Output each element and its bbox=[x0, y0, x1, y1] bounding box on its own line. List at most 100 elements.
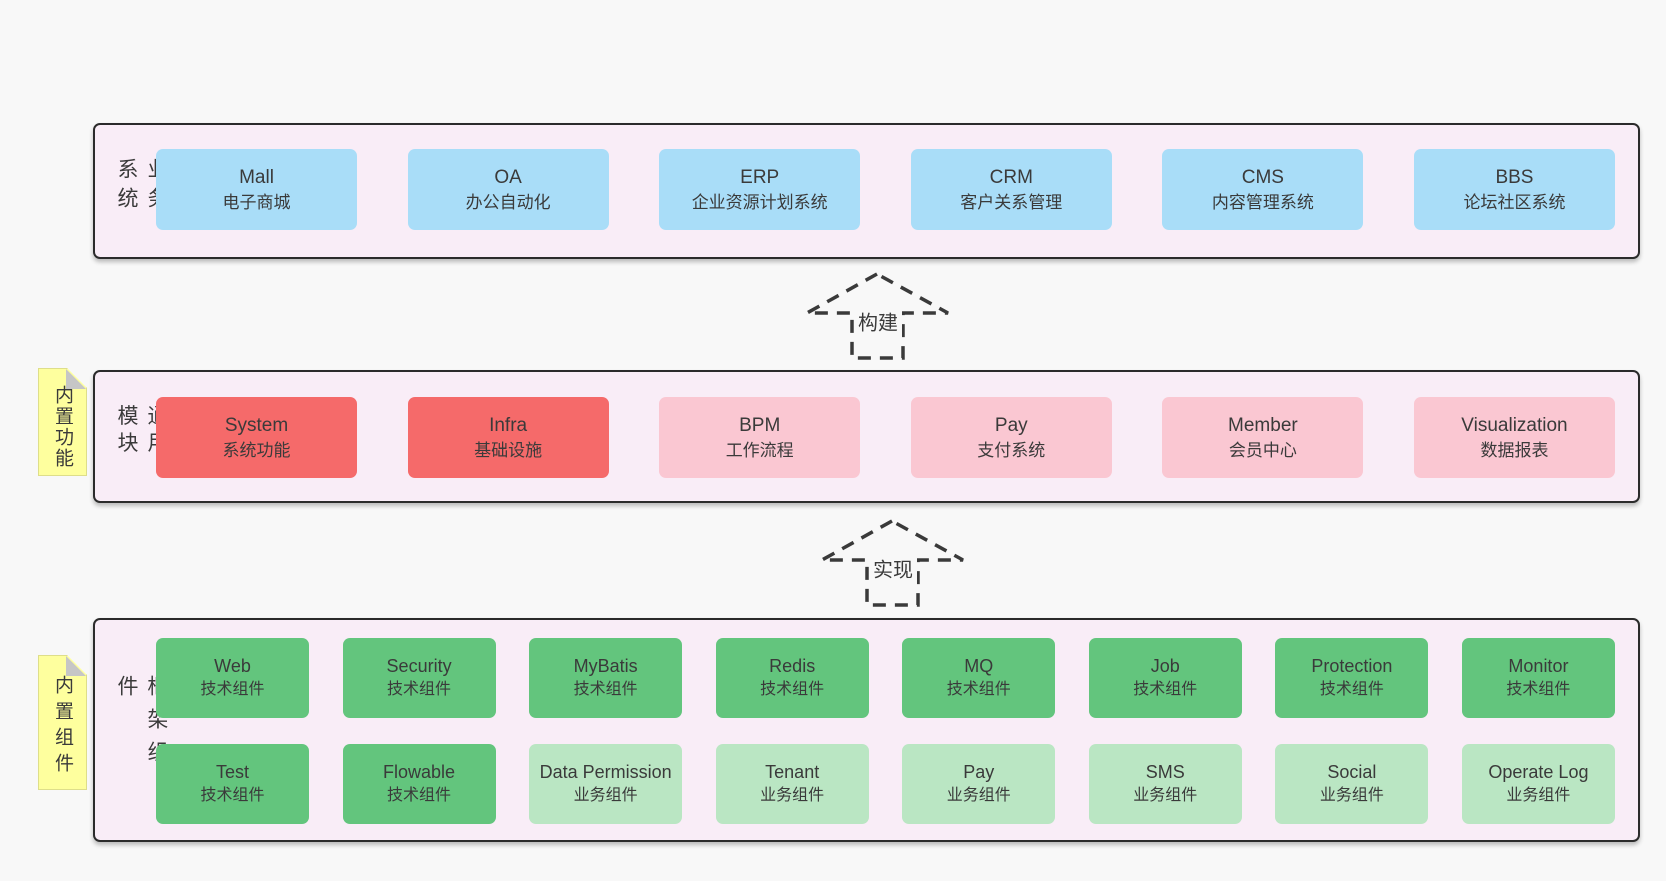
box-subtitle: 数据报表 bbox=[1480, 440, 1549, 460]
box-erp: ERP 企业资源计划系统 bbox=[659, 149, 861, 230]
box-crm: CRM 客户关系管理 bbox=[910, 149, 1112, 230]
box-subtitle: 技术组件 bbox=[760, 681, 825, 698]
box-title: Visualization bbox=[1461, 414, 1568, 436]
box-subtitle: 业务组件 bbox=[573, 787, 638, 804]
box-title: System bbox=[224, 414, 289, 436]
note-fold-icon bbox=[66, 369, 86, 389]
box-subtitle: 技术组件 bbox=[1319, 681, 1384, 698]
box-bbs: BBS 论坛社区系统 bbox=[1413, 149, 1615, 230]
box-title: CMS bbox=[1241, 166, 1284, 188]
box-title: MyBatis bbox=[573, 656, 638, 676]
box-system: System 系统功能 bbox=[156, 397, 357, 478]
box-title: Monitor bbox=[1508, 656, 1569, 676]
box-title: Member bbox=[1228, 414, 1298, 436]
box-subtitle: 技术组件 bbox=[200, 681, 265, 698]
box-job: Job 技术组件 bbox=[1088, 638, 1242, 718]
box-cms: CMS 内容管理系统 bbox=[1162, 149, 1364, 230]
box-subtitle: 业务组件 bbox=[1319, 787, 1384, 804]
box-subtitle: 基础设施 bbox=[474, 440, 543, 460]
box-subtitle: 电子商城 bbox=[222, 192, 291, 212]
box-subtitle: 业务组件 bbox=[946, 787, 1011, 804]
box-title: Pay bbox=[994, 414, 1028, 436]
box-subtitle: 业务组件 bbox=[760, 787, 825, 804]
box-title: CRM bbox=[989, 166, 1033, 188]
box-subtitle: 技术组件 bbox=[1506, 681, 1571, 698]
box-subtitle: 技术组件 bbox=[387, 787, 452, 804]
sticky-note-text: 内置组件 bbox=[52, 674, 73, 779]
box-title: Test bbox=[215, 762, 249, 782]
box-subtitle: 技术组件 bbox=[387, 681, 452, 698]
box-title: Operate Log bbox=[1488, 762, 1589, 782]
box-member: Member 会员中心 bbox=[1162, 397, 1364, 478]
box-subtitle: 技术组件 bbox=[946, 681, 1011, 698]
box-subtitle: 论坛社区系统 bbox=[1463, 192, 1566, 212]
box-title: Infra bbox=[489, 414, 528, 436]
box-tenant: Tenant 业务组件 bbox=[715, 744, 869, 824]
arrow-label: 实现 bbox=[869, 551, 917, 585]
box-title: OA bbox=[494, 166, 522, 188]
box-title: Security bbox=[386, 656, 452, 676]
layer-common-modules: 通用模块 System系统功能Infra基础设施BPM工作流程Pay支付系统Me… bbox=[93, 370, 1640, 503]
box-mybatis: MyBatis 技术组件 bbox=[529, 638, 683, 718]
box-title: BPM bbox=[739, 414, 781, 436]
box-protection: Protection 技术组件 bbox=[1275, 638, 1429, 718]
box-security: Security 技术组件 bbox=[342, 638, 496, 718]
box-monitor: Monitor 技术组件 bbox=[1461, 638, 1615, 718]
box-flowable: Flowable 技术组件 bbox=[342, 744, 496, 824]
box-title: ERP bbox=[740, 166, 780, 188]
box-test: Test 技术组件 bbox=[156, 744, 309, 824]
box-title: Web bbox=[214, 656, 251, 676]
box-subtitle: 客户关系管理 bbox=[960, 192, 1063, 212]
layer-business-systems: 业务系统 Mall电子商城OA办公自动化ERP企业资源计划系统CRM客户关系管理… bbox=[93, 123, 1640, 259]
box-title: Mall bbox=[239, 166, 274, 188]
modules-boxes-row: System 系统功能 Infra 基础设施 BPM 工作流程 Pay 支付系统 Member 会… bbox=[156, 397, 1615, 478]
box-title: Job bbox=[1150, 656, 1180, 676]
box-subtitle: 系统功能 bbox=[222, 440, 291, 460]
box-redis: Redis 技术组件 bbox=[715, 638, 869, 718]
box-data-permission: Data Permission 业务组件 bbox=[529, 744, 683, 824]
box-title: BBS bbox=[1495, 166, 1534, 188]
box-title: Social bbox=[1327, 762, 1377, 782]
box-subtitle: 业务组件 bbox=[1133, 787, 1198, 804]
box-visualization: Visualization 数据报表 bbox=[1413, 397, 1615, 478]
box-subtitle: 技术组件 bbox=[573, 681, 638, 698]
box-mall: Mall 电子商城 bbox=[156, 149, 357, 230]
box-title: Pay bbox=[963, 762, 995, 782]
arrow-build: 构建 bbox=[805, 271, 950, 361]
box-title: Tenant bbox=[765, 762, 820, 782]
box-subtitle: 会员中心 bbox=[1228, 440, 1297, 460]
box-title: Flowable bbox=[383, 762, 456, 782]
box-title: Redis bbox=[769, 656, 816, 676]
box-bpm: BPM 工作流程 bbox=[659, 397, 861, 478]
box-web: Web 技术组件 bbox=[156, 638, 309, 718]
box-subtitle: 支付系统 bbox=[977, 440, 1046, 460]
arrow-label: 构建 bbox=[854, 304, 902, 338]
sticky-note-built-in-components: 内置组件 bbox=[38, 655, 87, 790]
sticky-note-built-in-features: 内置功能 bbox=[38, 368, 87, 476]
arrow-implement: 实现 bbox=[820, 518, 965, 608]
box-social: Social 业务组件 bbox=[1275, 744, 1429, 824]
sticky-note-text: 内置功能 bbox=[52, 385, 73, 469]
box-title: SMS bbox=[1145, 762, 1185, 782]
box-title: Protection bbox=[1311, 656, 1393, 676]
box-subtitle: 业务组件 bbox=[1506, 787, 1571, 804]
box-title: MQ bbox=[964, 656, 994, 676]
box-subtitle: 工作流程 bbox=[725, 440, 794, 460]
box-pay: Pay 业务组件 bbox=[902, 744, 1056, 824]
box-sms: SMS 业务组件 bbox=[1088, 744, 1242, 824]
box-title: Data Permission bbox=[539, 762, 672, 782]
box-subtitle: 技术组件 bbox=[200, 787, 265, 804]
box-operate-log: Operate Log 业务组件 bbox=[1461, 744, 1615, 824]
note-fold-icon bbox=[66, 656, 86, 676]
box-subtitle: 企业资源计划系统 bbox=[691, 192, 828, 212]
box-subtitle: 技术组件 bbox=[1133, 681, 1198, 698]
box-subtitle: 内容管理系统 bbox=[1211, 192, 1314, 212]
box-mq: MQ 技术组件 bbox=[902, 638, 1056, 718]
box-pay: Pay 支付系统 bbox=[910, 397, 1112, 478]
